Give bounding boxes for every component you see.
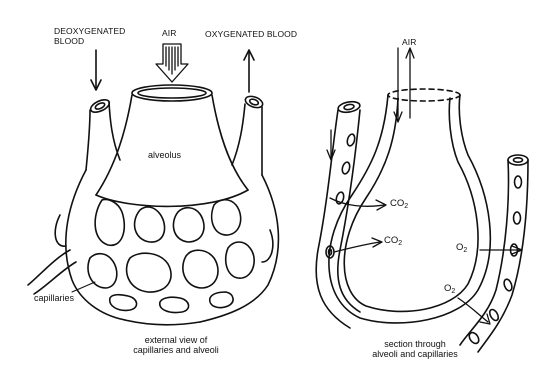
- section-view-drawing: [316, 48, 528, 352]
- section-view-caption: section through alveoli and capillaries: [350, 339, 480, 359]
- oxygenated-blood-label: OXYGENATED BLOOD: [205, 29, 297, 39]
- o2-label-right: O2: [456, 243, 467, 256]
- co2-label-mid: CO2: [384, 236, 402, 249]
- alveolus-sac: [96, 85, 248, 206]
- deoxygenated-blood-label: DEOXYGENATED BLOOD: [54, 26, 125, 46]
- oxygenated-arrow: [244, 50, 254, 92]
- capillaries-label: capillaries: [34, 293, 74, 303]
- external-view-caption: external view of capillaries and alveoli: [116, 335, 236, 355]
- external-view-drawing: [28, 44, 278, 325]
- air-intake-arrow: [156, 44, 188, 82]
- right-capillary-section: [460, 155, 528, 352]
- alveolus-label: alveolus: [148, 150, 181, 160]
- o2-arrow-right: [480, 246, 522, 254]
- air-label-right: AIR: [402, 37, 416, 47]
- air-label-left: AIR: [162, 28, 176, 38]
- co2-label-top: CO2: [390, 199, 408, 212]
- deoxygenated-arrow: [91, 50, 101, 90]
- o2-label-bottom: O2: [444, 284, 455, 297]
- oxygenated-vessel: [232, 94, 264, 175]
- left-capillary-section: [316, 100, 361, 328]
